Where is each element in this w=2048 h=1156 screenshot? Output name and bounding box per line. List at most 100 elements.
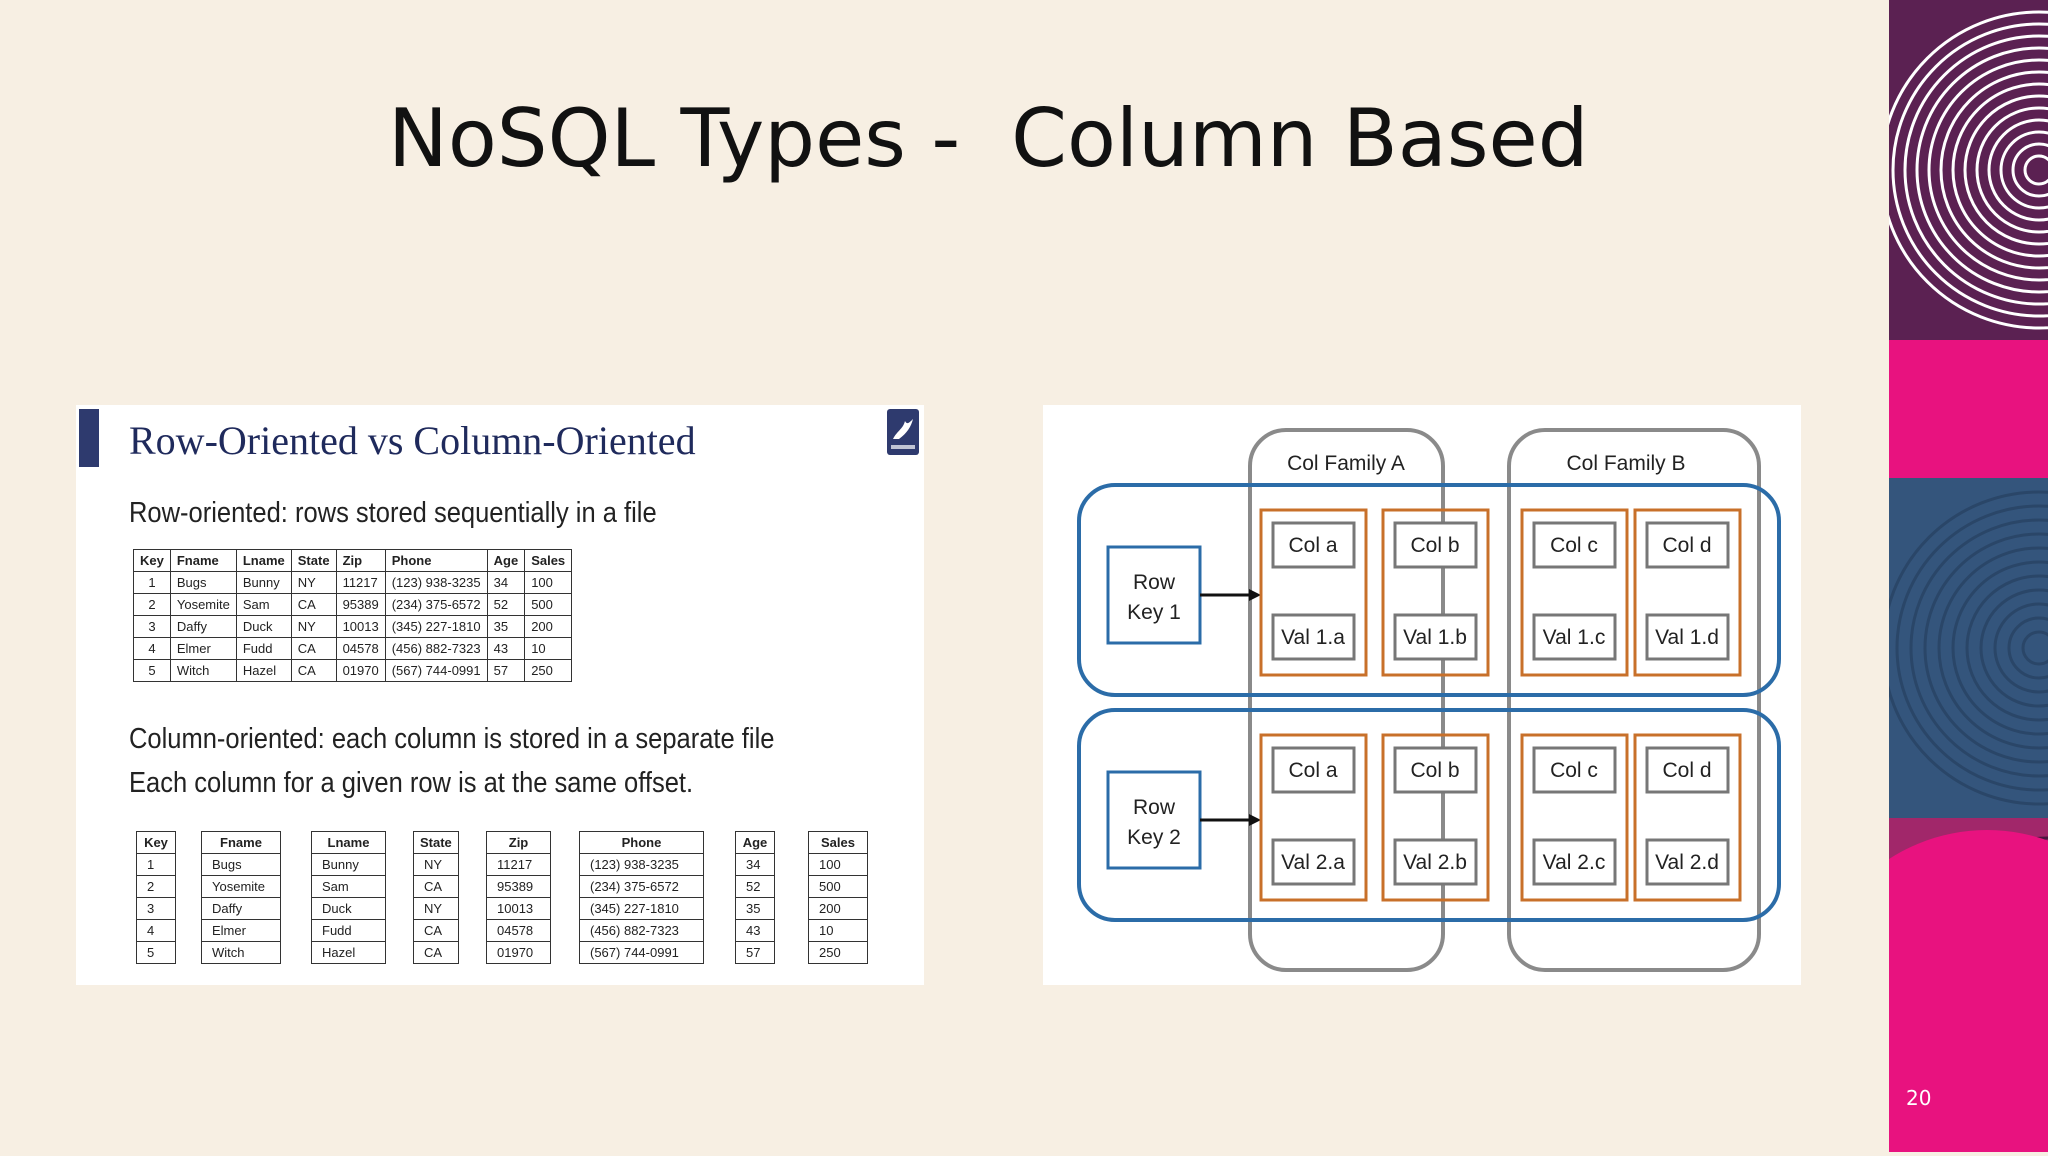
col-family-a-label: Col Family A <box>1287 452 1405 475</box>
col-family-a-container <box>1248 428 1445 972</box>
image-title: Row-Oriented vs Column-Oriented <box>129 418 696 463</box>
row-container <box>1077 483 1781 697</box>
column-value-box <box>1645 613 1730 661</box>
row-key-box <box>1106 770 1202 870</box>
row-table-cell: (234) 375-6572 <box>384 593 488 616</box>
column-file-header: Lname <box>311 831 386 854</box>
column-value-box <box>1393 838 1478 886</box>
column-name-box <box>1532 521 1617 569</box>
row-table-cell: Elmer <box>169 637 237 660</box>
column-file-cell: (123) 938-3235 <box>579 853 704 876</box>
row-table-cell: Bugs <box>169 571 237 594</box>
column-file-header: State <box>413 831 459 854</box>
column-file-cell: Elmer <box>201 919 281 942</box>
row-table-cell: (456) 882-7323 <box>384 637 488 660</box>
row-table-cell: Fudd <box>235 637 292 660</box>
column-name-label: Col a <box>1288 534 1337 557</box>
column-file-cell: Hazel <box>311 941 386 964</box>
column-file-cell: 10 <box>808 919 868 942</box>
column-file-cell: (456) 882-7323 <box>579 919 704 942</box>
column-file-header: Phone <box>579 831 704 854</box>
column-file-cell: CA <box>413 875 459 898</box>
row-table-cell: 3 <box>133 615 171 638</box>
column-value-label: Val 2.a <box>1281 851 1345 874</box>
row-table-cell: Bunny <box>235 571 292 594</box>
row-table-cell: 34 <box>486 571 526 594</box>
column-file-cell: 250 <box>808 941 868 964</box>
row-table-header-cell: Lname <box>235 549 292 572</box>
row-table-header-cell: State <box>290 549 337 572</box>
column-name-box <box>1645 521 1730 569</box>
column-name-box <box>1645 746 1730 794</box>
row-table-header-cell: Age <box>486 549 526 572</box>
column-file-cell: 2 <box>136 875 176 898</box>
row-table-cell: 250 <box>524 659 573 682</box>
col-family-b-container <box>1507 428 1761 972</box>
arrow-head-icon <box>1249 814 1261 826</box>
column-value-label: Val 2.b <box>1403 851 1467 874</box>
column-cell-box <box>1381 733 1490 902</box>
row-table-cell: 35 <box>486 615 526 638</box>
row-table-cell: NY <box>290 615 337 638</box>
column-value-label: Val 1.b <box>1403 626 1467 649</box>
column-value-box <box>1532 613 1617 661</box>
column-file-cell: 35 <box>735 897 775 920</box>
column-file-cell: Yosemite <box>201 875 281 898</box>
column-file-cell: NY <box>413 853 459 876</box>
column-value-label: Val 2.d <box>1655 851 1719 874</box>
column-value-label: Val 1.a <box>1281 626 1345 649</box>
column-file-cell: Witch <box>201 941 281 964</box>
column-file-cell: 3 <box>136 897 176 920</box>
column-file-cell: 01970 <box>486 941 551 964</box>
row-table-cell: 100 <box>524 571 573 594</box>
column-file-cell: 43 <box>735 919 775 942</box>
row-table-cell: 04578 <box>335 637 386 660</box>
row-container <box>1077 708 1781 922</box>
column-file-cell: Daffy <box>201 897 281 920</box>
column-file-cell: CA <box>413 919 459 942</box>
column-name-label: Col c <box>1550 534 1598 557</box>
row-table-cell: 5 <box>133 659 171 682</box>
column-value-label: Val 1.d <box>1655 626 1719 649</box>
column-cell-box <box>1259 733 1368 902</box>
row-table-cell: CA <box>290 637 337 660</box>
column-cell-box <box>1633 733 1742 902</box>
column-cell-box <box>1520 508 1629 677</box>
row-table-cell: 2 <box>133 593 171 616</box>
column-file-cell: 100 <box>808 853 868 876</box>
column-file-header: Age <box>735 831 775 854</box>
column-cell-box <box>1633 508 1742 677</box>
column-file-header: Fname <box>201 831 281 854</box>
column-value-box <box>1532 838 1617 886</box>
row-table-header-cell: Sales <box>524 549 573 572</box>
column-file-cell: 52 <box>735 875 775 898</box>
row-table-cell: 11217 <box>335 571 386 594</box>
row-table-cell: (345) 227-1810 <box>384 615 488 638</box>
row-table-cell: 95389 <box>335 593 386 616</box>
column-file-cell: 4 <box>136 919 176 942</box>
row-table-cell: Yosemite <box>169 593 237 616</box>
row-table-cell: Hazel <box>235 659 292 682</box>
column-file-cell: Duck <box>311 897 386 920</box>
column-value-box <box>1271 838 1356 886</box>
arrow-head-icon <box>1249 589 1261 601</box>
column-name-label: Col d <box>1662 534 1711 557</box>
row-table-cell: 43 <box>486 637 526 660</box>
column-offset-heading: Each column for a given row is at the sa… <box>129 767 694 799</box>
row-table-cell: 10 <box>524 637 573 660</box>
row-table-header-cell: Key <box>133 549 171 572</box>
row-table-cell: Witch <box>169 659 237 682</box>
row-table-cell: (123) 938-3235 <box>384 571 488 594</box>
row-key-label: Key 1 <box>1127 601 1181 624</box>
column-name-label: Col d <box>1662 759 1711 782</box>
column-cell-box <box>1381 508 1490 677</box>
row-key-label: Row <box>1133 571 1176 594</box>
